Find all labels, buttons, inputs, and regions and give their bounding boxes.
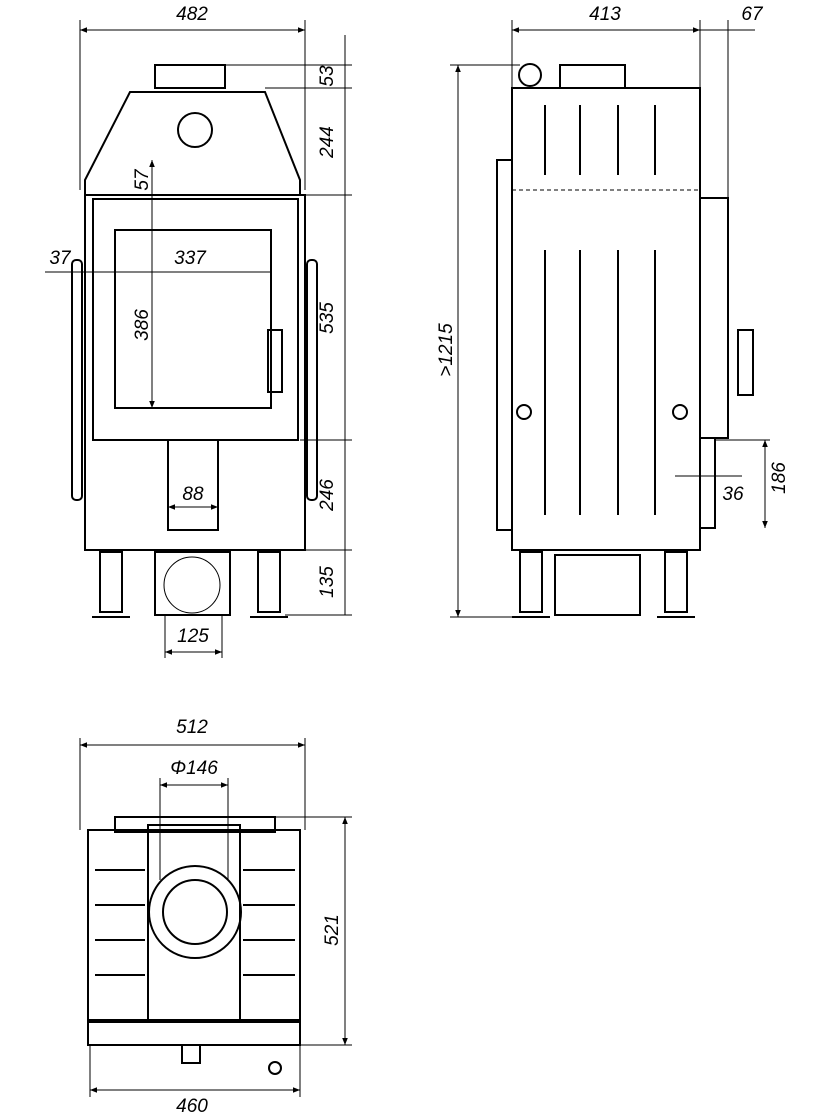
glass bbox=[114, 229, 272, 409]
body bbox=[84, 194, 306, 551]
flue-ring bbox=[148, 865, 242, 959]
rear-panel bbox=[699, 197, 729, 439]
rear-box bbox=[699, 437, 716, 529]
front-view: 482 53 244 535 246 135 57 386 37 337 88 … bbox=[45, 4, 352, 658]
dim-lower-height: 246 bbox=[317, 479, 338, 512]
dim-door-height: 535 bbox=[317, 302, 338, 334]
door bbox=[92, 198, 299, 441]
flue-opening bbox=[162, 879, 228, 945]
leg-side-front bbox=[519, 551, 543, 613]
dim-glass-top-offset: 57 bbox=[132, 168, 153, 191]
air-inlet bbox=[167, 439, 219, 531]
door-side bbox=[496, 159, 513, 531]
top-body bbox=[87, 829, 301, 1021]
body-side bbox=[511, 87, 701, 551]
dim-depth: 413 bbox=[589, 4, 621, 25]
dim-handle-offset: 67 bbox=[741, 4, 764, 25]
handle-side bbox=[737, 329, 754, 396]
dim-air-inlet-width: 88 bbox=[182, 484, 204, 505]
flue-outlet bbox=[177, 112, 213, 148]
dim-flue-height: 53 bbox=[317, 65, 338, 87]
dim-rear-panel-height: 186 bbox=[769, 462, 790, 494]
ribs bbox=[544, 105, 656, 515]
air-pipe-circle bbox=[163, 556, 221, 614]
dim-top-width: 512 bbox=[176, 717, 208, 738]
dim-glass-height: 386 bbox=[132, 309, 153, 341]
leg-left bbox=[99, 551, 123, 613]
top-stub bbox=[181, 1044, 201, 1064]
dim-width: 482 bbox=[176, 4, 208, 25]
dim-glass-width: 337 bbox=[174, 248, 207, 269]
door-handle bbox=[267, 329, 283, 393]
side-panel-right bbox=[306, 259, 318, 501]
hood bbox=[84, 91, 301, 196]
air-pipe bbox=[154, 551, 231, 616]
flue-collar-side bbox=[559, 64, 626, 89]
dim-leg-height: 135 bbox=[317, 566, 338, 598]
side-panel-left bbox=[71, 259, 83, 501]
dim-flue-diameter: Φ146 bbox=[170, 758, 218, 779]
dim-total-height: >1215 bbox=[436, 323, 457, 377]
flue-outlet-side bbox=[518, 63, 542, 87]
leg-right bbox=[257, 551, 281, 613]
top-view: 512 Φ146 521 460 bbox=[79, 717, 352, 1117]
leg-side-rear bbox=[664, 551, 688, 613]
dim-ticks bbox=[225, 64, 352, 616]
dim-rear-panel-depth: 36 bbox=[722, 484, 744, 505]
dim-air-pipe-width: 125 bbox=[177, 626, 209, 647]
dim-top-depth: 521 bbox=[322, 914, 343, 946]
top-rim bbox=[114, 816, 276, 833]
top-ribs bbox=[95, 869, 295, 976]
dim-hood-height: 244 bbox=[317, 126, 338, 159]
flue-collar bbox=[154, 64, 226, 89]
bolt bbox=[672, 404, 688, 420]
dim-base-width: 460 bbox=[176, 1096, 208, 1117]
bolt bbox=[516, 404, 532, 420]
top-base-strip bbox=[87, 1021, 301, 1046]
air-pipe-side bbox=[554, 554, 641, 616]
dim-glass-side-offset: 37 bbox=[49, 248, 72, 269]
top-handle bbox=[268, 1061, 282, 1075]
side-view: 413 67 >1215 186 36 bbox=[436, 4, 790, 618]
